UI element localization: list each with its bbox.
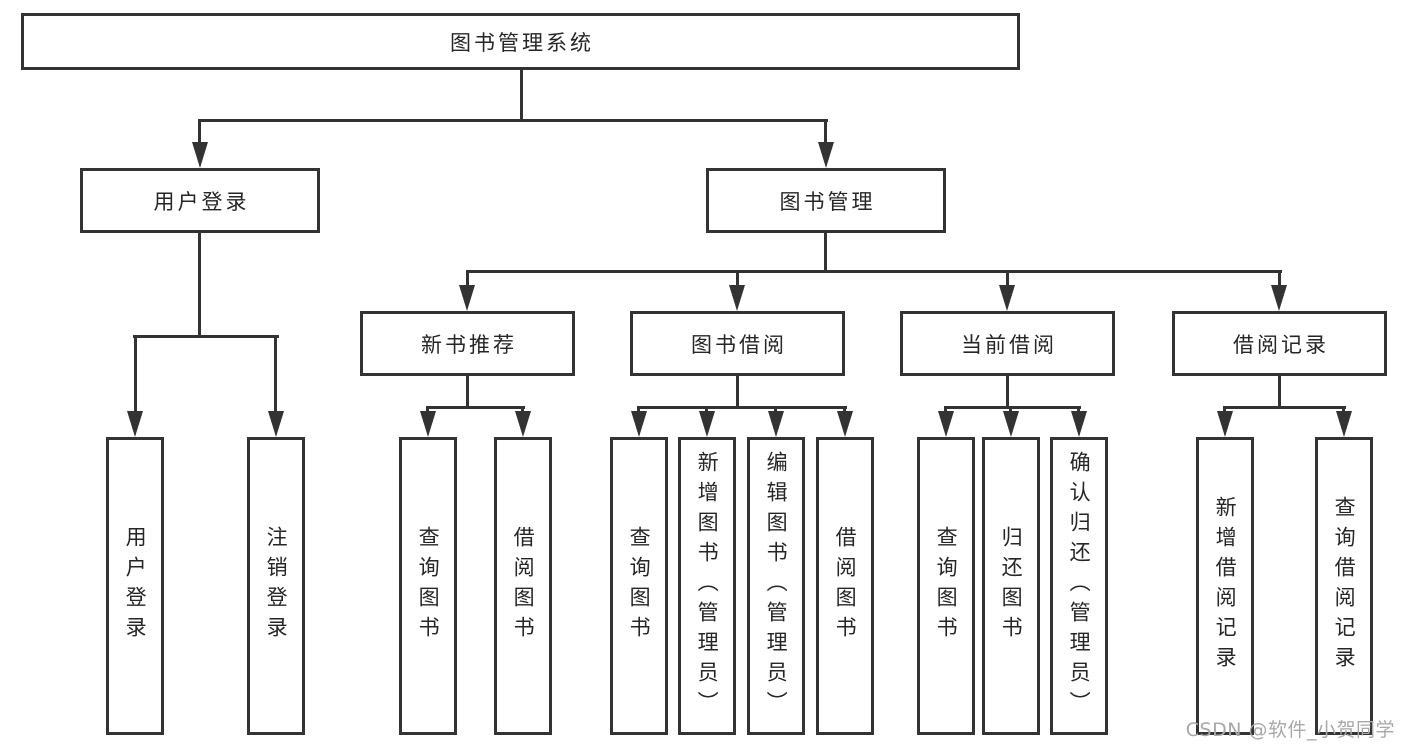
arrow-head (127, 411, 143, 437)
arrow-head (938, 411, 954, 437)
node-label: 查询借阅记录 (1332, 496, 1357, 676)
node-label: 查询图书 (416, 526, 441, 646)
node-label: 新增借阅记录 (1213, 496, 1238, 676)
node-library-management-system: 图书管理系统 (21, 13, 1020, 70)
node-label: 查询图书 (627, 526, 652, 646)
leaf-borrow-books-recommend: 借阅图书 (494, 437, 552, 735)
csdn-watermark: CSDN @软件_小贺同学 (1185, 719, 1395, 741)
node-label: 用户登录 (123, 526, 148, 646)
arrow-shaft (843, 406, 846, 413)
node-label: 新增图书（管理员） (695, 451, 720, 721)
leaf-user-login: 用户登录 (106, 437, 164, 735)
connector-user-login-horizontal (133, 335, 279, 338)
node-label: 注销登录 (264, 526, 289, 646)
arrow-head (1336, 411, 1352, 437)
node-label: 借阅图书 (833, 526, 858, 646)
node-book-management: 图书管理 (706, 168, 946, 233)
arrow-head (1271, 285, 1287, 311)
node-label: 新书推荐 (421, 332, 517, 357)
arrow-shaft (274, 335, 277, 413)
node-label: 图书借阅 (691, 332, 787, 357)
leaf-logout: 注销登录 (247, 437, 305, 735)
arrow-head (1217, 411, 1233, 437)
arrow-shaft (944, 406, 947, 413)
arrow-shaft (1342, 406, 1345, 413)
connector-book-borrowing-horizontal (637, 406, 847, 409)
arrow-shaft (1278, 270, 1281, 287)
node-label: 图书管理系统 (450, 30, 594, 55)
arrow-head (729, 285, 745, 311)
arrow-head (192, 142, 208, 168)
arrow-head (768, 411, 784, 437)
node-borrowing-records: 借阅记录 (1172, 311, 1387, 376)
connector-root-vertical (520, 68, 523, 121)
arrow-head (1071, 411, 1087, 437)
connector-user-login-vertical (198, 231, 201, 338)
node-current-borrowing: 当前借阅 (900, 311, 1115, 376)
node-user-login: 用户登录 (80, 168, 320, 233)
arrow-shaft (824, 119, 827, 146)
connector-book-borrowing-vertical (736, 374, 739, 409)
connector-book-management-vertical (824, 231, 827, 272)
arrow-shaft (1077, 406, 1080, 413)
leaf-edit-book-admin: 编辑图书（管理员） (747, 437, 805, 735)
arrow-shaft (1006, 270, 1009, 287)
node-label: 编辑图书（管理员） (764, 451, 789, 721)
connector-borrowing-records-vertical (1278, 374, 1281, 409)
node-label: 归还图书 (999, 526, 1024, 646)
node-label: 当前借阅 (961, 332, 1057, 357)
node-label: 借阅图书 (511, 526, 536, 646)
arrow-head (459, 285, 475, 311)
node-new-book-recommendation: 新书推荐 (360, 311, 575, 376)
connector-book-management-horizontal (466, 270, 1282, 273)
connector-new-books-horizontal (426, 406, 525, 409)
arrow-shaft (736, 270, 739, 287)
leaf-query-books-borrowing: 查询图书 (610, 437, 668, 735)
arrow-shaft (466, 270, 469, 287)
leaf-query-borrow-record: 查询借阅记录 (1315, 437, 1373, 735)
leaf-return-book: 归还图书 (982, 437, 1040, 735)
node-label: 图书管理 (779, 189, 876, 214)
arrow-shaft (521, 406, 524, 413)
leaf-query-books-current: 查询图书 (917, 437, 975, 735)
arrow-head (837, 411, 853, 437)
leaf-query-books-recommend: 查询图书 (399, 437, 457, 735)
arrow-shaft (198, 119, 201, 146)
leaf-borrow-books: 借阅图书 (816, 437, 874, 735)
arrow-head (515, 411, 531, 437)
node-label: 借阅记录 (1233, 332, 1329, 357)
arrow-head (420, 411, 436, 437)
connector-new-books-vertical (466, 374, 469, 409)
arrow-head (631, 411, 647, 437)
connector-root-horizontal (199, 119, 828, 122)
leaf-add-book-admin: 新增图书（管理员） (678, 437, 736, 735)
arrow-shaft (637, 406, 640, 413)
connector-borrowing-records-horizontal (1223, 406, 1346, 409)
arrow-head (268, 411, 284, 437)
arrow-shaft (1009, 406, 1012, 413)
leaf-add-borrow-record: 新增借阅记录 (1196, 437, 1254, 735)
arrow-shaft (774, 406, 777, 413)
node-label: 用户登录 (153, 189, 250, 214)
connector-current-borrowing-horizontal (944, 406, 1081, 409)
arrow-head (818, 142, 834, 168)
arrow-shaft (134, 335, 137, 413)
arrow-shaft (1223, 406, 1226, 413)
arrow-shaft (426, 406, 429, 413)
node-label: 查询图书 (934, 526, 959, 646)
node-book-borrowing: 图书借阅 (630, 311, 845, 376)
arrow-head (699, 411, 715, 437)
arrow-head (999, 285, 1015, 311)
node-label: 确认归还（管理员） (1067, 451, 1092, 721)
arrow-shaft (705, 406, 708, 413)
connector-current-borrowing-vertical (1006, 374, 1009, 409)
arrow-head (1003, 411, 1019, 437)
leaf-confirm-return-admin: 确认归还（管理员） (1050, 437, 1108, 735)
